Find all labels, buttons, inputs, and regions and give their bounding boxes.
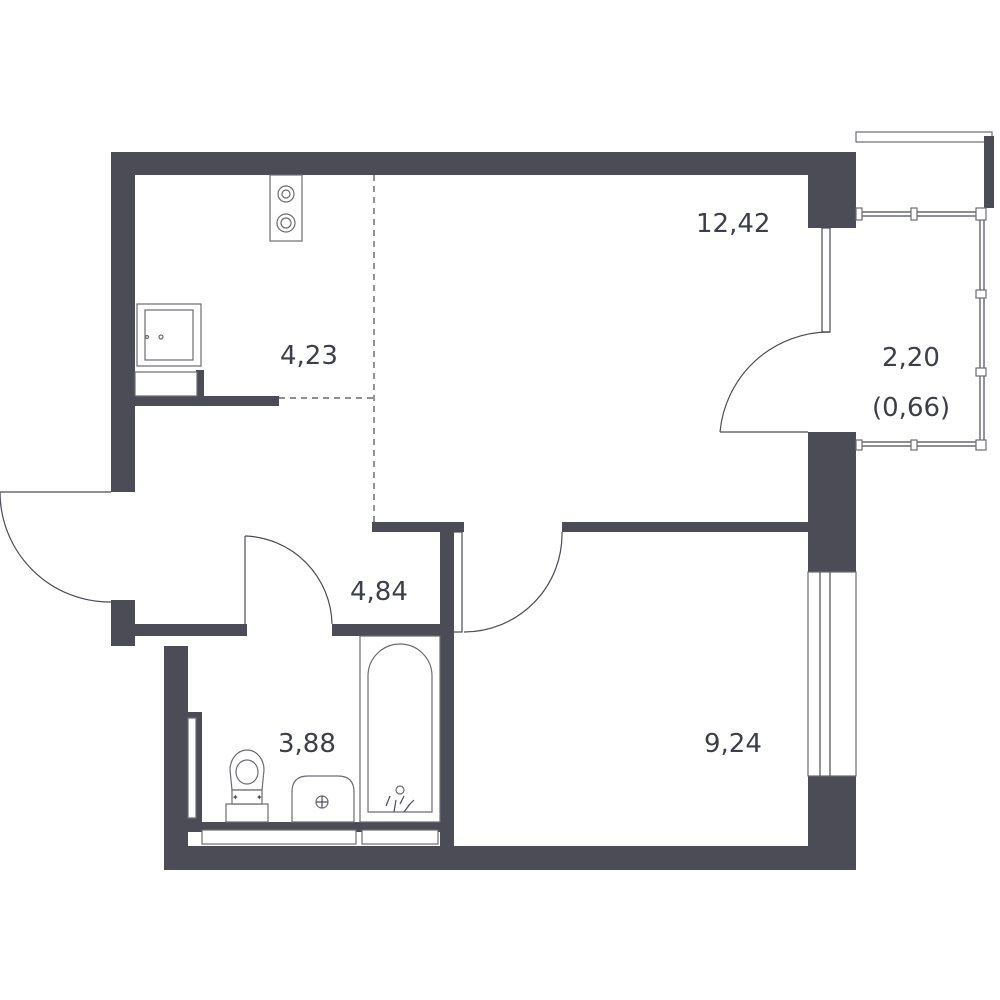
wall-bath-right (440, 524, 454, 848)
balcony-post-7 (855, 207, 863, 221)
wall-bottom (164, 846, 856, 870)
wall-right-lower (808, 776, 856, 870)
stove-icon (269, 174, 303, 242)
svg-text:✦: ✦ (256, 793, 263, 802)
balcony-rail-top (855, 131, 993, 143)
svg-text:✦: ✦ (232, 793, 239, 802)
wall-living-bedroom (562, 522, 808, 532)
balcony-area-label: 2,20 (882, 343, 940, 373)
balcony-door-swing (719, 331, 831, 433)
walls (111, 152, 856, 870)
toilet-icon: ✦ ✦ (225, 749, 269, 823)
fixtures: ✦ ✦ (136, 174, 441, 823)
bathtub-icon (359, 635, 441, 823)
balcony-post-3 (975, 289, 987, 299)
bedroom-area-label: 9,24 (704, 729, 762, 759)
balcony-post-1 (910, 207, 918, 221)
wall-hall-bath-right (332, 624, 452, 636)
wall-entrance-stub (111, 624, 247, 636)
balcony-post-6 (975, 439, 987, 451)
wall-kitchen-partition-post (196, 370, 204, 400)
balcony-post-8 (855, 439, 863, 451)
wall-kitchen-partition (135, 396, 279, 406)
entrance-door-swing (0, 491, 112, 603)
bedroom-window (807, 571, 857, 777)
wall-right-upper-inner (808, 175, 832, 225)
living-area-label: 12,42 (696, 209, 770, 239)
kitchen-area-label: 4,23 (280, 341, 338, 371)
wall-hall-living (372, 522, 464, 532)
balcony-wall-right (984, 136, 994, 208)
hall-area-label: 4,84 (350, 577, 408, 607)
kitchen-shelf (134, 371, 198, 397)
washbasin-icon (291, 775, 355, 823)
wall-bath-bottom-ledge (184, 822, 452, 832)
bath-ledge-left (201, 829, 357, 845)
balcony-post-5 (910, 439, 918, 451)
bath-ledge-right (361, 829, 439, 845)
balcony (855, 131, 994, 451)
area-labels: 4,23 12,42 2,20 (0,66) 4,84 3,88 9,24 (278, 209, 950, 759)
balcony-post-2 (975, 207, 987, 221)
wall-left-upper (111, 152, 135, 492)
balcony-post-4 (975, 367, 987, 377)
living-window-frame (821, 227, 831, 333)
balcony-area-coef-label: (0,66) (872, 393, 950, 423)
wall-right-middle (808, 432, 856, 572)
bedroom-door-swing (463, 531, 563, 633)
wall-left-lower-stub (111, 600, 135, 646)
doors (0, 331, 831, 633)
bathroom-door-swing (244, 535, 333, 625)
kitchen-sink-icon (136, 303, 202, 367)
zone-lines (279, 175, 375, 522)
duct-inner (187, 717, 197, 819)
bathroom-area-label: 3,88 (278, 729, 336, 759)
wall-top (111, 152, 856, 175)
